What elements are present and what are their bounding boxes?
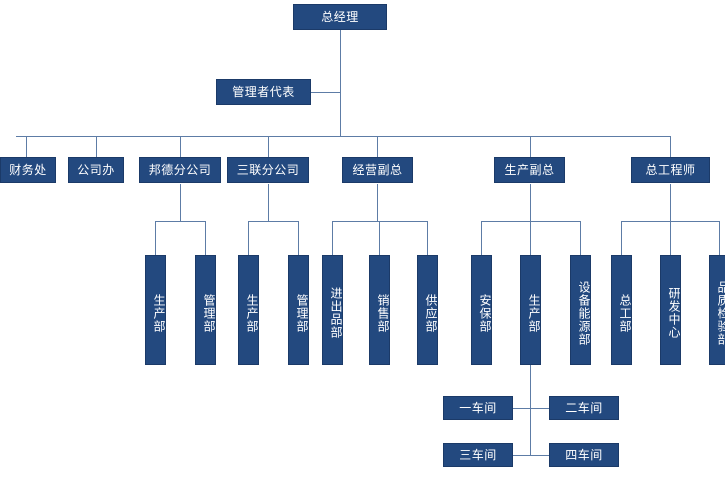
node-label: 财务处 [9,162,47,177]
node-label: 二车间 [565,400,603,415]
node-label: 邦德分公司 [148,162,212,177]
node-business-vice-president[interactable]: 经营副总 [342,157,413,183]
node-label: 总经理 [321,9,359,24]
node-workshop-2[interactable]: 二车间 [549,396,619,420]
node-chief-engineer[interactable]: 总工程师 [631,157,710,183]
node-rnd-center[interactable]: 研发中心 [660,255,681,365]
connector-gm-down [340,30,341,136]
node-import-export-department[interactable]: 进出品部 [322,255,343,365]
node-sales-department[interactable]: 销售部 [369,255,390,365]
connector-drop-company-office [96,136,97,157]
connector-main-bus [16,136,671,137]
connector-production-child-3 [580,221,581,255]
node-label: 设备能源部 [577,280,591,346]
node-label: 管理者代表 [232,84,295,99]
node-bangde-management-department[interactable]: 管理部 [195,255,216,365]
connector-engineer-child-3 [719,221,720,255]
node-workshop-1[interactable]: 一车间 [443,396,513,420]
node-sanlian-production-department[interactable]: 生产部 [238,255,259,365]
node-label: 管理部 [295,293,309,333]
node-label: 进出品部 [329,287,343,339]
node-label: 供应部 [424,293,438,333]
connector-drop-business-vp [377,136,378,157]
connector-drop-sanlian [268,136,269,157]
connector-gm-to-mgmt-rep [311,92,341,93]
connector-engineer-child-1 [621,221,622,255]
connector-bangde-child-2 [205,221,206,255]
node-label: 一车间 [459,400,497,415]
connector-business-stem [377,184,378,221]
node-label: 生产副总 [504,162,555,177]
node-label: 三车间 [459,447,497,462]
connector-bangde-child-1 [155,221,156,255]
node-label: 研发中心 [667,287,681,339]
node-production-vice-president[interactable]: 生产副总 [494,157,565,183]
node-sanlian-management-department[interactable]: 管理部 [288,255,309,365]
node-label: 经营副总 [352,162,403,177]
node-label: 安保部 [478,293,492,333]
node-label: 三联分公司 [236,162,300,177]
node-label: 公司办 [77,162,115,177]
connector-sanlian-stem [268,184,269,221]
node-label: 总工部 [618,293,632,333]
node-bangde-branch[interactable]: 邦德分公司 [139,157,221,183]
connector-production-child-2 [530,221,531,255]
connector-engineer-stem [670,184,671,221]
connector-workshop-2 [530,408,549,409]
node-equipment-energy-department[interactable]: 设备能源部 [570,255,591,365]
connector-sanlian-child-2 [298,221,299,255]
node-bangde-production-department[interactable]: 生产部 [145,255,166,365]
connector-drop-finance [26,136,27,157]
node-label: 管理部 [202,293,216,333]
node-label: 销售部 [376,293,390,333]
node-company-office[interactable]: 公司办 [68,157,124,183]
connector-business-child-3 [427,221,428,255]
node-label: 四车间 [565,447,603,462]
node-label: 总工程师 [645,162,696,177]
node-supply-department[interactable]: 供应部 [417,255,438,365]
connector-workshop-1 [513,408,531,409]
connector-production-stem [530,184,531,221]
node-workshop-3[interactable]: 三车间 [443,443,513,467]
connector-workshop-3 [513,455,531,456]
connector-production-child-1 [481,221,482,255]
connector-drop-chief-engineer [670,136,671,157]
node-finance-department[interactable]: 财务处 [0,157,56,183]
connector-business-child-1 [332,221,333,255]
node-label: 品质检验部 [716,280,725,346]
node-management-representative[interactable]: 管理者代表 [216,79,311,105]
connector-bangde-bus [155,221,205,222]
node-general-manager[interactable]: 总经理 [293,4,387,30]
connector-workshop-spine [530,365,531,455]
node-production-department[interactable]: 生产部 [520,255,541,365]
connector-bangde-stem [180,184,181,221]
node-label: 生产部 [245,293,259,333]
connector-sanlian-child-1 [248,221,249,255]
connector-business-child-2 [379,221,380,255]
node-sanlian-branch[interactable]: 三联分公司 [227,157,309,183]
connector-workshop-4 [530,455,549,456]
node-workshop-4[interactable]: 四车间 [549,443,619,467]
node-label: 生产部 [152,293,166,333]
node-quality-inspection-department[interactable]: 品质检验部 [709,255,725,365]
node-label: 生产部 [527,293,541,333]
connector-sanlian-bus [248,221,298,222]
connector-drop-production-vp [530,136,531,157]
node-security-department[interactable]: 安保部 [471,255,492,365]
node-chief-engineering-department[interactable]: 总工部 [611,255,632,365]
connector-engineer-child-2 [670,221,671,255]
connector-drop-bangde [180,136,181,157]
